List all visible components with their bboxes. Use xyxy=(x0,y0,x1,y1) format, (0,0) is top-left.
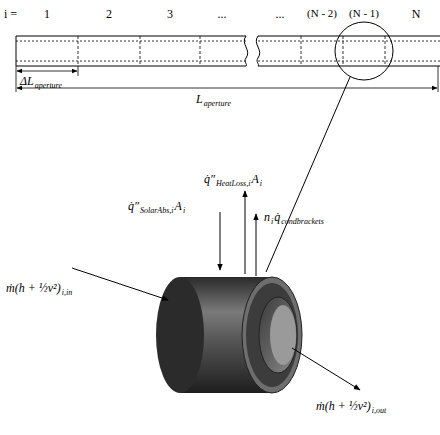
index-label: (N - 1) xyxy=(349,8,379,19)
energy-flow-label: ṁ(h + ½v²) xyxy=(316,400,371,412)
conduction-label: n xyxy=(264,211,270,223)
subscript: i xyxy=(271,218,273,226)
energy-flow-arrows xyxy=(72,191,360,390)
conduction-label: q̇ xyxy=(274,211,280,223)
subscript: i,out xyxy=(372,407,386,415)
heat-flux-label: q̇″ xyxy=(204,173,215,185)
subscript: i xyxy=(183,207,185,215)
index-label: i = xyxy=(4,8,17,20)
dimension-lines xyxy=(16,66,438,92)
energy-flow-label: ṁ(h + ½v²) xyxy=(6,282,61,294)
subscript: SolarAbs,i xyxy=(140,207,174,215)
index-label: ... xyxy=(218,8,227,20)
dimension-label: ΔL xyxy=(20,75,34,87)
index-label: ... xyxy=(276,8,285,20)
index-label: 1 xyxy=(44,8,50,20)
subscript: i xyxy=(260,180,262,188)
detail-callout xyxy=(266,22,393,272)
index-label: (N - 2) xyxy=(307,8,337,19)
subscript: condbrackets xyxy=(281,218,324,226)
subscript: aperture xyxy=(204,100,231,108)
subscript: aperture xyxy=(35,82,62,90)
index-label: 2 xyxy=(106,8,112,20)
dimension-label: L xyxy=(196,93,203,105)
heat-flux-label: q̇″ xyxy=(128,200,139,212)
heat-flux-label: A xyxy=(251,173,258,185)
receiver-tube-strip xyxy=(16,36,440,66)
subscript: HeatLoss,i xyxy=(216,180,250,188)
tube-element-3d xyxy=(156,277,302,393)
index-label: N xyxy=(412,8,421,20)
heat-flux-label: A xyxy=(175,200,182,212)
subscript: i,in xyxy=(62,289,72,297)
index-label: 3 xyxy=(167,8,173,20)
